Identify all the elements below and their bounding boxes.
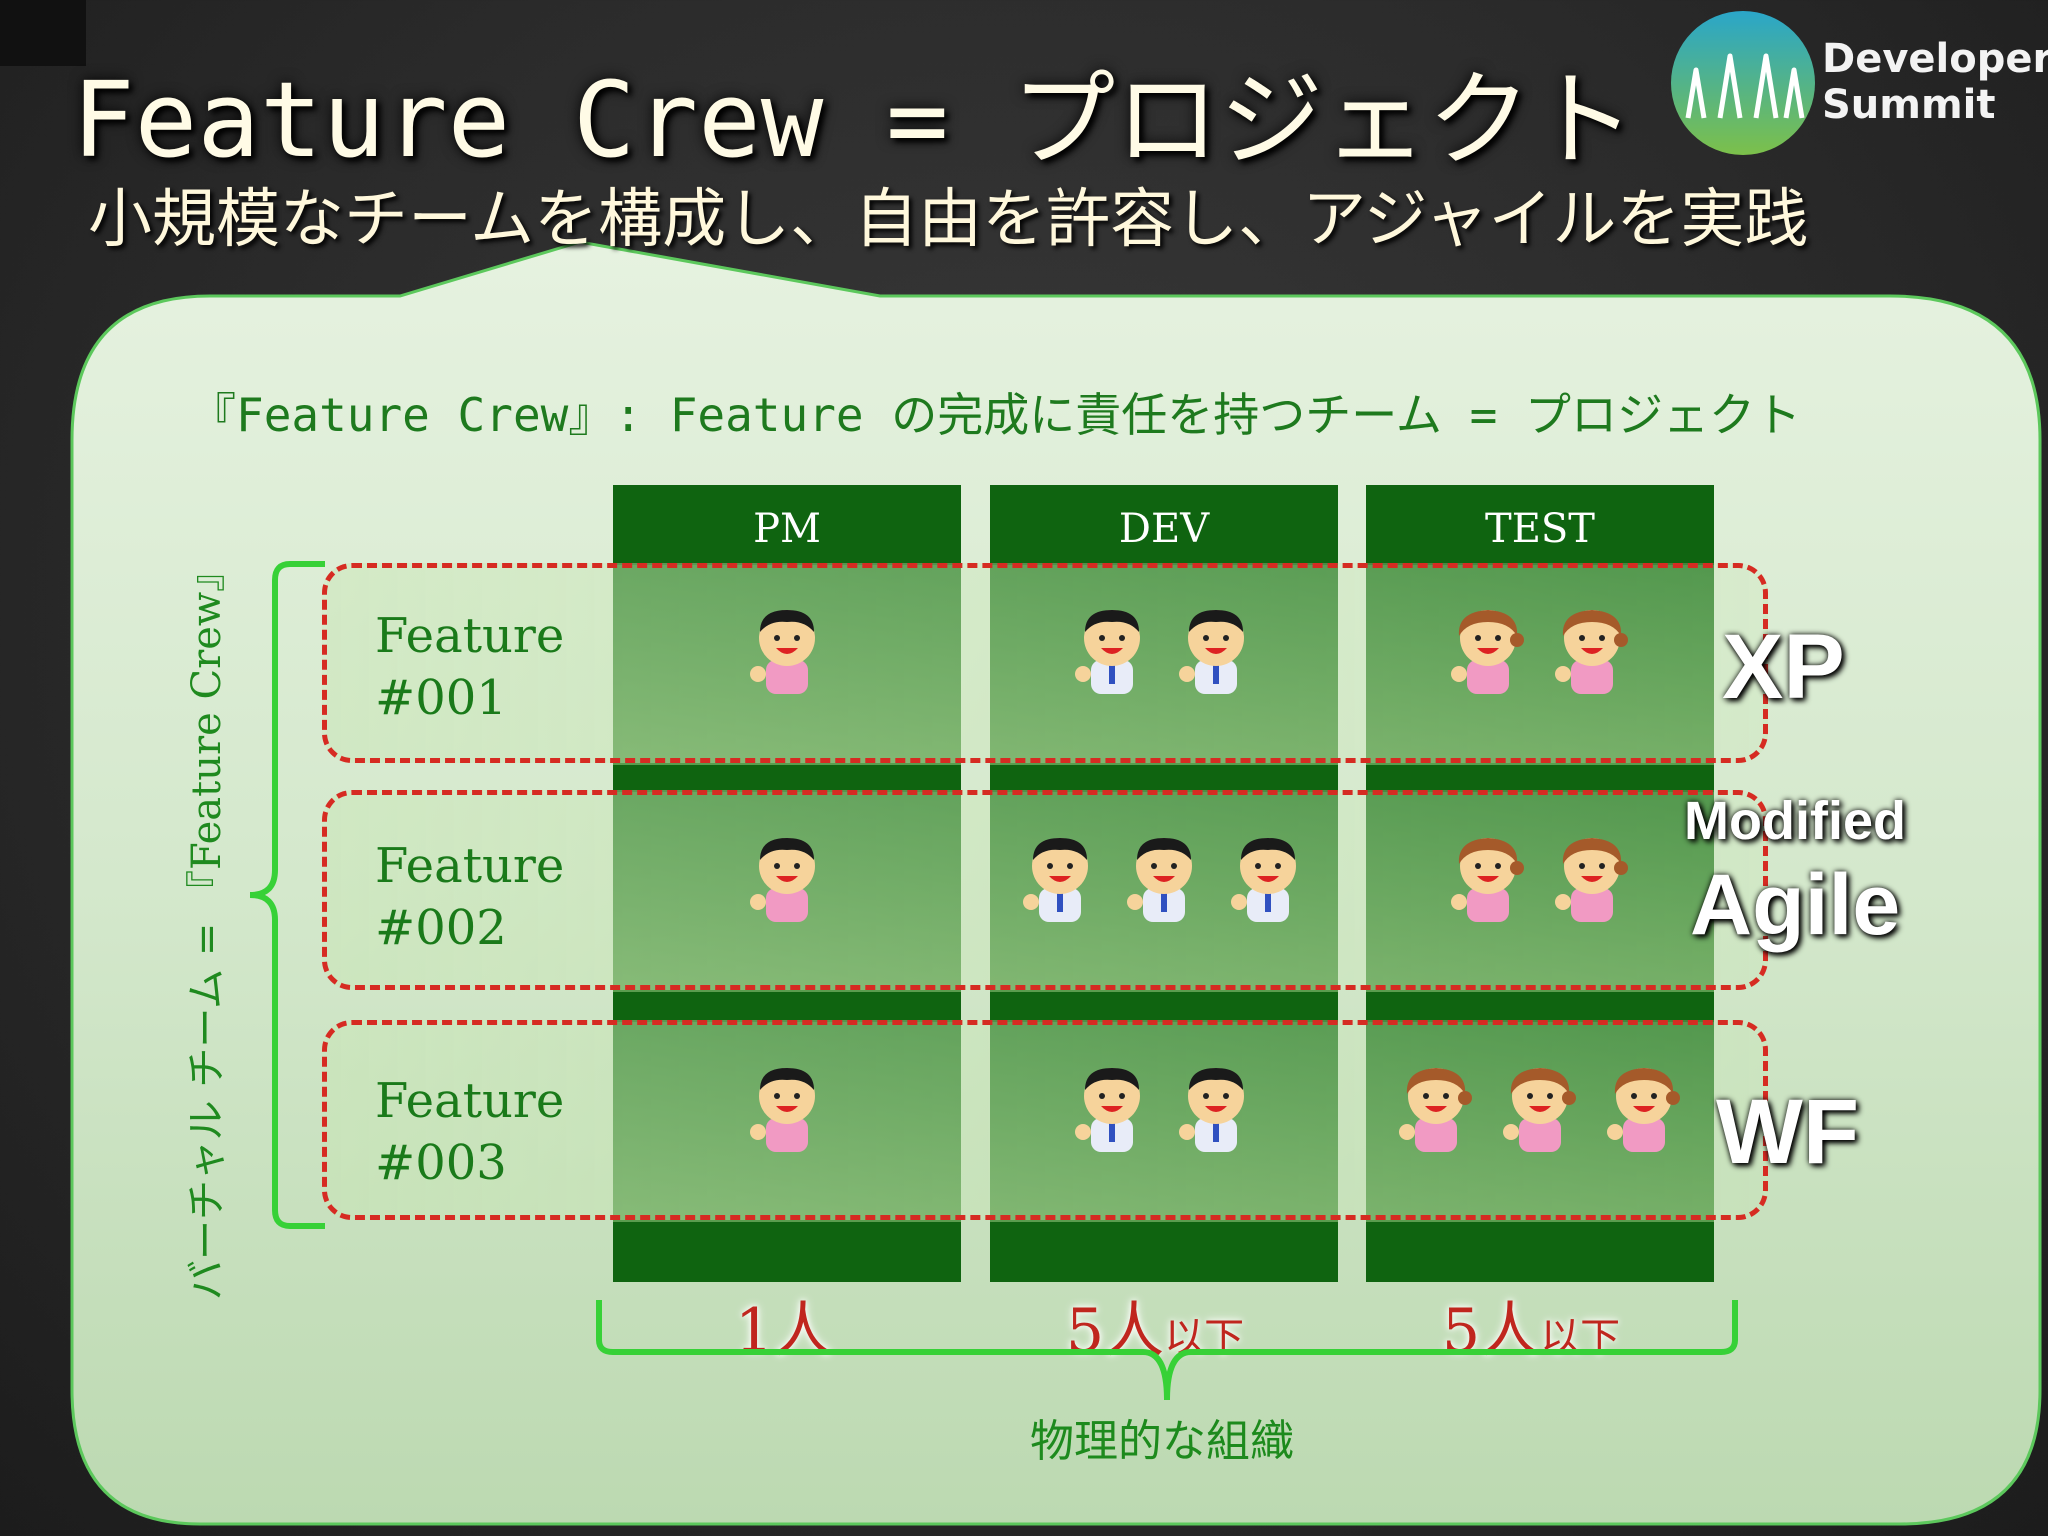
feature-name: Feature	[375, 608, 565, 664]
dev-person-icon	[1123, 828, 1205, 928]
method-agile: Agile	[1690, 857, 1901, 953]
cell	[990, 1022, 1338, 1222]
test-person-icon	[1499, 1058, 1581, 1158]
feature-label-3: Feature #003	[375, 1070, 564, 1194]
physical-org-bracket-icon	[596, 1300, 1738, 1401]
dev-person-icon	[1019, 828, 1101, 928]
page-subtitle: 小規模なチームを構成し、自由を許容し、アジャイルを実践	[88, 183, 1809, 257]
logo-line-2: Summit	[1822, 82, 1996, 128]
feature-name: Feature	[375, 1073, 565, 1129]
corner-block	[0, 0, 86, 66]
test-person-icon	[1447, 828, 1529, 928]
virtual-team-bracket-icon	[249, 561, 325, 1229]
pm-person-icon	[746, 1058, 828, 1158]
test-person-icon	[1603, 1058, 1685, 1158]
physical-org-label: 物理的な組織	[1030, 1416, 1294, 1467]
developers-summit-logo: Developers Summit	[1668, 8, 2048, 155]
feature-id: #002	[375, 900, 507, 956]
feature-id: #003	[375, 1135, 507, 1191]
logo-trees-icon	[1671, 11, 1815, 155]
method-xp: XP	[1722, 616, 1845, 718]
test-person-icon	[1447, 600, 1529, 700]
pm-person-icon	[746, 600, 828, 700]
dev-person-icon	[1071, 600, 1153, 700]
dev-person-icon	[1227, 828, 1309, 928]
feature-row-1	[322, 563, 1768, 763]
method-modified: Modified	[1684, 791, 1906, 851]
method-wf: WF	[1716, 1081, 1860, 1183]
test-person-icon	[1551, 600, 1633, 700]
feature-label-2: Feature #002	[375, 835, 564, 959]
dev-person-icon	[1175, 600, 1257, 700]
dev-person-icon	[1071, 1058, 1153, 1158]
column-header-test: TEST	[1485, 506, 1595, 552]
test-person-icon	[1551, 828, 1633, 928]
logo-line-1: Developers	[1822, 36, 2048, 82]
feature-label-1: Feature #001	[375, 605, 564, 729]
column-header-pm: PM	[753, 506, 821, 552]
pm-person-icon	[746, 828, 828, 928]
cell	[990, 565, 1338, 765]
page-title: Feature Crew = プロジェクト	[72, 59, 1636, 181]
cell	[1366, 565, 1714, 765]
feature-crew-definition: 『Feature Crew』: Feature の完成に責任を持つチーム = プ…	[190, 388, 1801, 442]
feature-id: #001	[375, 670, 507, 726]
column-header-dev: DEV	[1118, 506, 1210, 552]
test-person-icon	[1395, 1058, 1477, 1158]
cell	[1366, 792, 1714, 992]
dev-person-icon	[1175, 1058, 1257, 1158]
feature-name: Feature	[375, 838, 565, 894]
